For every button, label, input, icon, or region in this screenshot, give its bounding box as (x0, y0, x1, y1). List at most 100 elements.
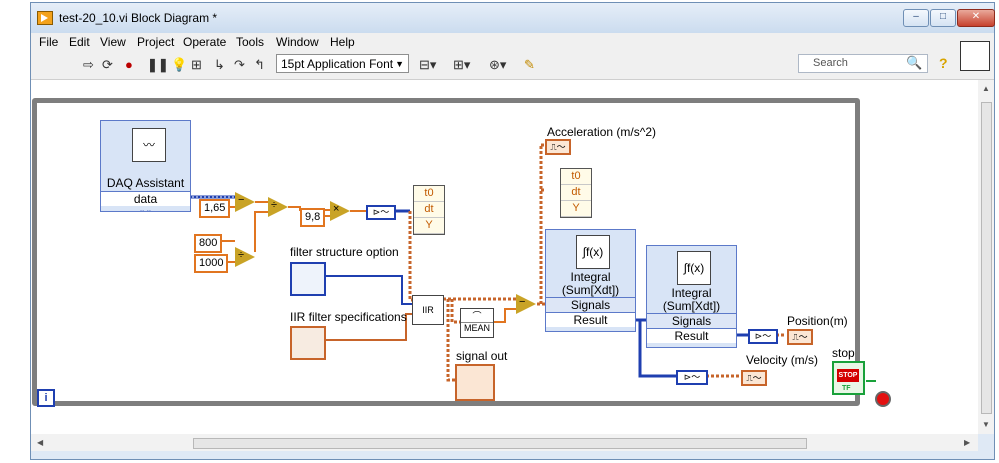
retain-wire-icon[interactable]: ⊞ (191, 57, 202, 72)
wire-accel-branches (541, 143, 545, 192)
build-waveform-1[interactable]: t0 dt Y (413, 185, 445, 235)
step-out-icon[interactable]: ↰ (254, 57, 265, 72)
daq-data-terminal[interactable]: data (101, 191, 190, 206)
title-bar: test-20_10.vi Block Diagram * – □ ✕ (31, 3, 995, 33)
constant-165[interactable]: 1,65 (199, 199, 231, 218)
scroll-up-icon[interactable]: ▲ (982, 84, 990, 93)
iir-spec-control-icon[interactable] (290, 326, 326, 360)
loop-condition-icon[interactable] (875, 391, 891, 407)
run-continuous-icon[interactable]: ⟳ (102, 57, 113, 72)
reorder-icon[interactable]: ⊛▾ (489, 57, 507, 72)
integral2-signals-terminal[interactable]: Signals (647, 313, 736, 328)
integral-icon: ∫f(x) (677, 251, 711, 285)
convert-to-dynamic-icon[interactable]: ⊳〜 (366, 205, 396, 220)
constant-800[interactable]: 800 (194, 234, 223, 253)
highlight-icon[interactable]: 💡 (171, 57, 188, 72)
stop-label: stop (832, 346, 855, 360)
divide-icon: ÷ (238, 249, 245, 261)
run-arrow-icon[interactable]: ⇨ (83, 57, 94, 72)
mean-function[interactable]: ⌒ MEAN (460, 308, 494, 338)
wire-iir-spec (322, 313, 412, 341)
signal-out-label: signal out (456, 349, 508, 363)
menu-operate[interactable]: Operate (183, 35, 227, 49)
constant-98[interactable]: 9,8 (300, 208, 326, 227)
convert-from-dynamic-icon-2[interactable]: ⊳〜 (676, 370, 708, 385)
menu-view[interactable]: View (100, 35, 126, 49)
position-indicator-icon[interactable]: ⎍〜 (787, 329, 813, 345)
filter-structure-control-icon[interactable] (290, 262, 326, 296)
step-into-icon[interactable]: ↳ (214, 57, 225, 72)
while-loop[interactable] (32, 98, 860, 406)
wire-to-filter (408, 211, 412, 302)
acceleration-indicator-icon[interactable]: ⎍〜 (545, 139, 571, 155)
distribute-icon[interactable]: ⊞▾ (453, 57, 471, 72)
labview-window: test-20_10.vi Block Diagram * – □ ✕ File… (30, 2, 995, 460)
iir-spec-label: IIR filter specifications (290, 310, 407, 324)
constant-1000[interactable]: 1000 (194, 254, 229, 273)
horizontal-scrollbar[interactable]: ◀ ▶ (31, 434, 978, 451)
stop-tf: TF (842, 385, 851, 392)
stop-face: STOP (837, 369, 859, 382)
iir-filter-function[interactable]: IIR (412, 295, 444, 325)
search-input[interactable]: Search (798, 54, 928, 73)
maximize-button[interactable]: □ (930, 9, 956, 27)
font-select[interactable]: 15pt Application Font ▼ (276, 54, 409, 73)
velocity-label: Velocity (m/s) (746, 353, 819, 367)
divide-function-2[interactable]: ÷ (235, 247, 255, 267)
cleanup-icon[interactable]: ✎ (524, 57, 535, 72)
close-button[interactable]: ✕ (957, 9, 995, 27)
scroll-left-icon[interactable]: ◀ (37, 438, 44, 447)
align-icon[interactable]: ⊟▾ (419, 57, 437, 72)
subtract-function[interactable]: − (235, 192, 255, 212)
step-over-icon[interactable]: ↷ (234, 57, 245, 72)
minus-icon: − (519, 296, 526, 308)
search-placeholder: Search (813, 57, 848, 69)
window-title: test-20_10.vi Block Diagram * (59, 11, 218, 25)
divide-function[interactable]: ÷ (268, 197, 288, 217)
vi-connector-icon[interactable] (960, 41, 990, 71)
velocity-indicator-icon[interactable]: ⎍〜 (741, 370, 767, 386)
bundle-t0: t0 (414, 186, 444, 202)
integral-icon: ∫f(x) (576, 235, 610, 269)
minimize-button[interactable]: – (903, 9, 929, 27)
search-icon[interactable]: 🔍 (906, 55, 923, 70)
integral2-line2: (Sum[Xdt]) (662, 299, 721, 313)
scroll-right-icon[interactable]: ▶ (964, 438, 971, 447)
menu-file[interactable]: File (39, 35, 59, 49)
signal-out-graph-icon[interactable] (455, 364, 495, 401)
menu-project[interactable]: Project (137, 35, 175, 49)
mean-label: MEAN (463, 323, 490, 333)
expand-chevron-icon: ⌄⌄ (138, 205, 153, 214)
filter-structure-label: filter structure option (290, 245, 399, 259)
menu-edit[interactable]: Edit (69, 35, 90, 49)
convert-from-dynamic-icon[interactable]: ⊳〜 (748, 329, 778, 344)
pause-icon[interactable]: ❚❚ (147, 57, 169, 72)
toolbar: ⇨ ⟳ ● ❚❚ 💡 ⊞ ↳ ↷ ↰ 15pt Application Font… (31, 41, 994, 80)
multiply-function[interactable]: × (330, 201, 350, 221)
daq-assistant-node[interactable]: 〰 DAQ Assistant data ⌄⌄ (100, 120, 191, 214)
wire-int1-velocity (638, 320, 676, 378)
vertical-scrollbar[interactable]: ▲ ▼ (978, 80, 994, 434)
scroll-down-icon[interactable]: ▼ (982, 420, 990, 429)
integral1-signals-terminal[interactable]: Signals (546, 297, 635, 312)
menu-window[interactable]: Window (276, 35, 319, 49)
menu-tools[interactable]: Tools (236, 35, 265, 49)
menu-help[interactable]: Help (330, 35, 355, 49)
mean-graph-icon: ⌒ (461, 309, 493, 323)
subtract-function-2[interactable]: − (516, 294, 536, 314)
help-icon[interactable]: ? (939, 55, 948, 71)
abort-icon[interactable]: ● (125, 57, 133, 72)
menu-bar: File Edit View Project Operate Tools Win… (31, 33, 994, 51)
wire-div2-div (254, 211, 268, 252)
integral2-result-terminal[interactable]: Result (647, 328, 736, 343)
stop-button-terminal[interactable]: STOP TF (832, 361, 865, 395)
integral1-result-terminal[interactable]: Result (546, 312, 635, 327)
integral-node-2[interactable]: ∫f(x) Integral (Sum[Xdt]) Signals Result (646, 245, 737, 348)
horizontal-scroll-thumb[interactable] (193, 438, 807, 449)
vertical-scroll-thumb[interactable] (981, 102, 992, 414)
bundle2-t0: t0 (561, 169, 591, 185)
integral-node-1[interactable]: ∫f(x) Integral (Sum[Xdt]) Signals Result (545, 229, 636, 332)
iteration-terminal[interactable]: i (37, 389, 55, 407)
build-waveform-2[interactable]: t0 dt Y (560, 168, 592, 218)
bundle-y: Y (414, 218, 444, 234)
